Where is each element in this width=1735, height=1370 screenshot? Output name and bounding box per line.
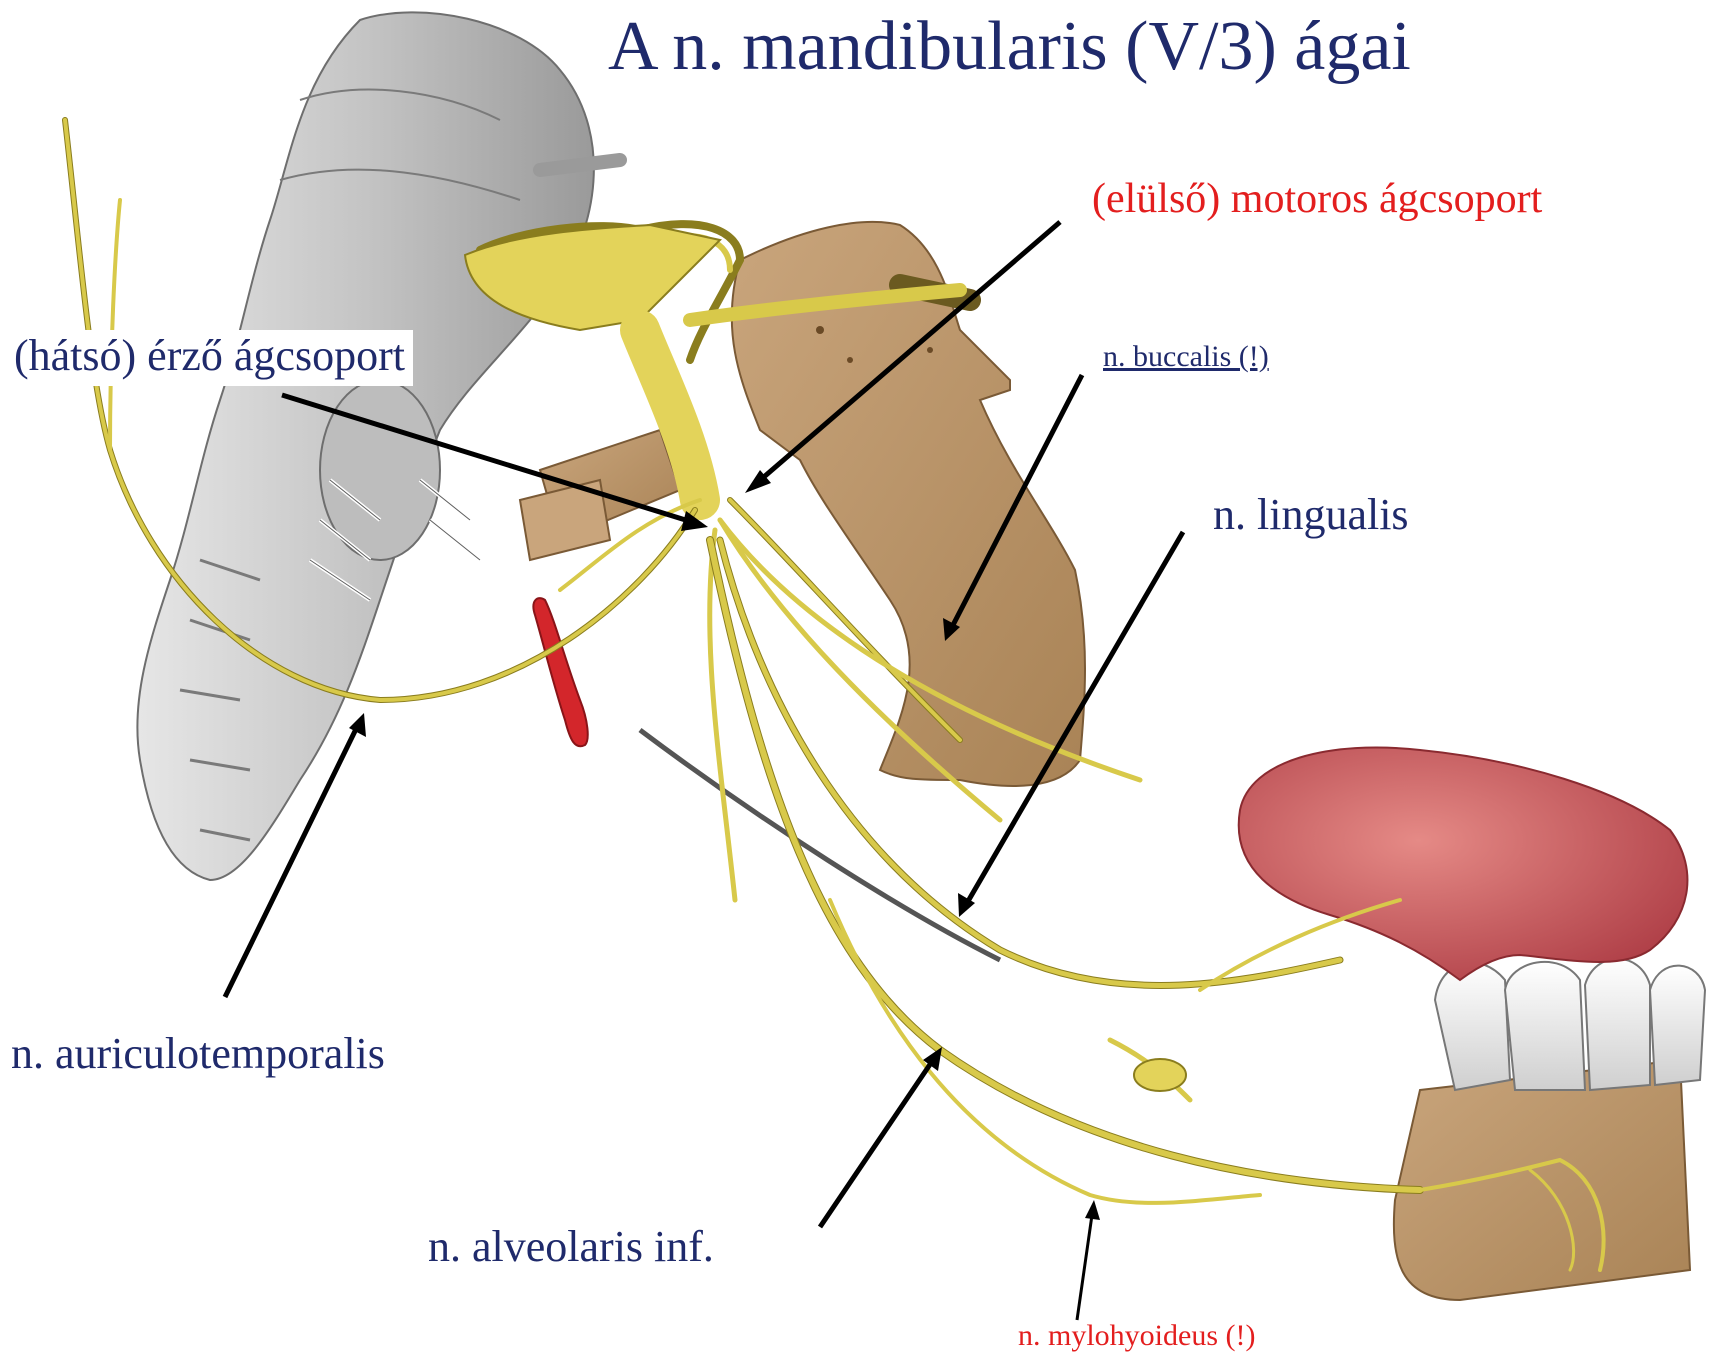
label-alveolaris: n. alveolaris inf. <box>428 1225 714 1269</box>
tongue <box>1239 748 1688 981</box>
arrow-mylohyoideus <box>1077 1215 1092 1320</box>
label-lingualis: n. lingualis <box>1213 493 1409 537</box>
label-sensory-group: (hátsó) érző ágcsoport <box>6 330 413 386</box>
label-auriculotemporalis: n. auriculotemporalis <box>11 1032 385 1076</box>
label-mylohyoideus: n. mylohyoideus (!) <box>1018 1321 1255 1351</box>
label-buccalis: n. buccalis (!) <box>1103 342 1269 372</box>
artery <box>533 598 587 746</box>
mandible-body-with-teeth <box>1394 959 1705 1300</box>
arrow-mylohyoideus-head <box>1085 1200 1100 1220</box>
brainstem-drawing <box>137 12 620 880</box>
label-motor-group: (elülső) motoros ágcsoport <box>1092 178 1542 220</box>
arrow-alveolaris <box>820 1060 933 1227</box>
page-title: A n. mandibularis (V/3) ágai <box>608 12 1411 82</box>
